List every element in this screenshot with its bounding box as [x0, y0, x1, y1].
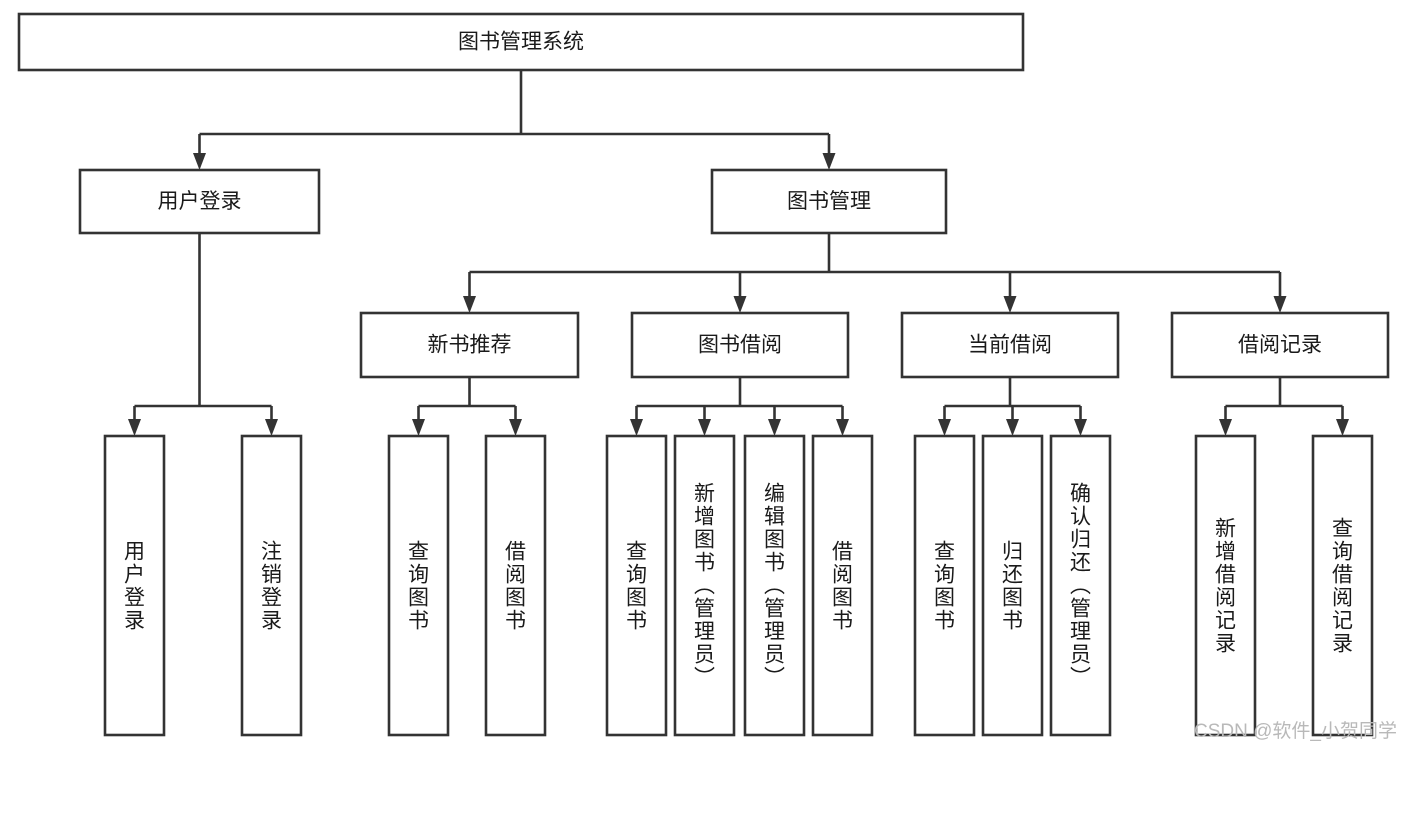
node-box-leaf-add-book[interactable]: [673, 434, 736, 737]
node-box-leaf-edit-book[interactable]: [743, 434, 806, 737]
node-box-book-manage[interactable]: [710, 168, 948, 235]
node-box-leaf-add-record[interactable]: [1194, 434, 1257, 737]
arrow-head-icon: [938, 419, 951, 436]
arrow-head-icon: [836, 419, 849, 436]
arrow-head-icon: [193, 153, 206, 170]
edge-group-current-borrow: [938, 377, 1087, 436]
node-label-root: 图书管理系统: [458, 31, 584, 54]
edge-group-user-login: [128, 233, 278, 436]
arrow-head-icon: [463, 296, 476, 313]
arrow-head-icon: [412, 419, 425, 436]
arrow-head-icon: [1006, 419, 1019, 436]
arrow-head-icon: [630, 419, 643, 436]
connectors-layer: [128, 70, 1349, 436]
arrow-head-icon: [1336, 419, 1349, 436]
arrow-head-icon: [1273, 296, 1287, 313]
node-box-leaf-logout[interactable]: [240, 434, 303, 737]
arrow-head-icon: [265, 419, 278, 436]
arrow-head-icon: [1219, 419, 1232, 436]
node-box-user-login[interactable]: [78, 168, 321, 235]
arrow-head-icon: [128, 419, 141, 436]
node-box-root[interactable]: [17, 12, 1025, 72]
edge-group-book-manage: [463, 233, 1287, 313]
arrow-head-icon: [698, 419, 711, 436]
node-box-leaf-borrow-book-1[interactable]: [484, 434, 547, 737]
node-box-leaf-user-login[interactable]: [103, 434, 166, 737]
node-label-book-manage: 图书管理: [787, 190, 871, 213]
node-box-leaf-borrow-book-2[interactable]: [811, 434, 874, 737]
node-label-book-borrow: 图书借阅: [698, 334, 782, 357]
node-box-leaf-query-book-2[interactable]: [605, 434, 668, 737]
node-box-book-borrow[interactable]: [630, 311, 850, 379]
nodes-layer: [17, 12, 1390, 737]
node-box-leaf-query-book-1[interactable]: [387, 434, 450, 737]
edge-group-root: [193, 70, 836, 170]
csdn-watermark: CSDN @软件_小贺同学: [1194, 721, 1397, 742]
arrow-head-icon: [509, 419, 522, 436]
node-label-user-login: 用户登录: [158, 190, 242, 213]
flowchart-diagram: 图书管理系统用户登录图书管理新书推荐图书借阅当前借阅借阅记录 用户登录注销登录查…: [17, 12, 1397, 742]
edge-group-new-book-rec: [412, 377, 522, 436]
arrow-head-icon: [733, 296, 747, 313]
node-box-leaf-query-record[interactable]: [1311, 434, 1374, 737]
arrow-head-icon: [768, 419, 781, 436]
edge-group-borrow-record: [1219, 377, 1349, 436]
node-box-borrow-record[interactable]: [1170, 311, 1390, 379]
node-label-current-borrow: 当前借阅: [968, 334, 1052, 357]
node-label-new-book-rec: 新书推荐: [428, 334, 512, 357]
arrow-head-icon: [1074, 419, 1087, 436]
node-box-leaf-query-book-3[interactable]: [913, 434, 976, 737]
edge-group-book-borrow: [630, 377, 849, 436]
arrow-head-icon: [1003, 296, 1017, 313]
node-box-new-book-rec[interactable]: [359, 311, 580, 379]
node-box-leaf-return-book[interactable]: [981, 434, 1044, 737]
node-box-current-borrow[interactable]: [900, 311, 1120, 379]
arrow-head-icon: [822, 153, 836, 170]
node-label-borrow-record: 借阅记录: [1238, 334, 1322, 357]
node-box-leaf-confirm-return[interactable]: [1049, 434, 1112, 737]
